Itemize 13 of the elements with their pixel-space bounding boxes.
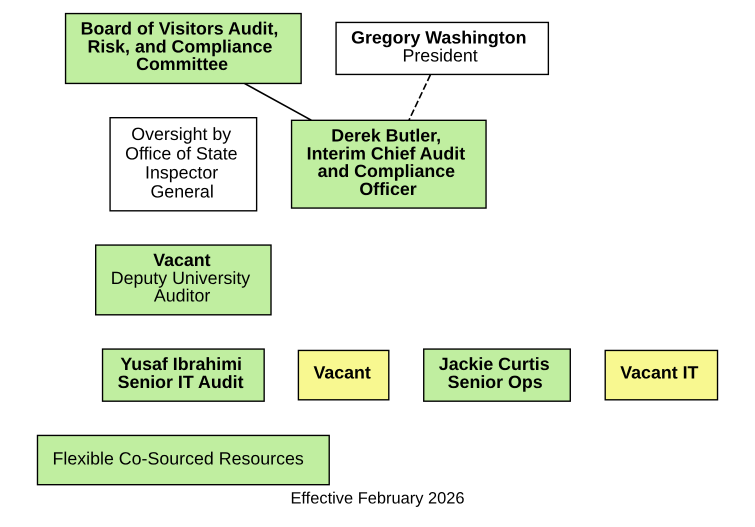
node-box: Oversight by Office of State Inspector General — [109, 116, 258, 212]
node-box: Vacant — [298, 350, 390, 400]
node-box: Board of Visitors Audit, Risk, and Compliance Committee — [64, 12, 302, 84]
node-box: Yusaf Ibrahimi Senior IT Audit — [102, 348, 265, 402]
node-box: Jackie Curtis Senior Ops — [423, 348, 571, 402]
node-box: Derek Butler, Interim Chief Audit and Compliance Officer — [290, 120, 487, 209]
node-box: Gregory Washington President — [335, 22, 550, 76]
connector — [408, 74, 432, 120]
node-box: Vacant IT — [604, 350, 718, 400]
connector — [244, 82, 312, 122]
node-box: Vacant Deputy University Auditor — [95, 244, 272, 316]
caption: Effective February 2026 — [290, 489, 465, 508]
node-box: Flexible Co-Sourced Resources — [36, 434, 330, 486]
